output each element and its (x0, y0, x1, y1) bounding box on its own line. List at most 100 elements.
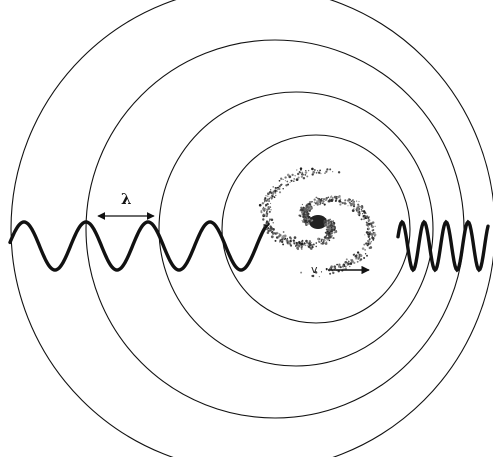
galaxy-star (324, 198, 326, 200)
galaxy-star (328, 197, 330, 199)
galaxy-star (364, 234, 365, 235)
galaxy-star (304, 211, 305, 212)
wavefront-circle-3 (159, 92, 433, 366)
galaxy-star (291, 174, 293, 176)
galaxy-star (287, 242, 289, 244)
galaxy-star (316, 246, 317, 247)
galaxy-star (275, 187, 277, 189)
galaxy-star (360, 206, 362, 208)
galaxy-star (322, 242, 325, 245)
galaxy-star (271, 198, 272, 199)
galaxy-star (363, 215, 365, 217)
galaxy-star (298, 241, 301, 244)
galaxy-star (357, 208, 359, 210)
spiral-galaxy-icon (259, 167, 377, 277)
galaxy-star (317, 203, 318, 204)
galaxy-star (373, 229, 375, 231)
galaxy-star (324, 172, 325, 173)
galaxy-star (316, 202, 318, 204)
galaxy-star (348, 263, 350, 265)
galaxy-star (303, 244, 304, 245)
galaxy-star (319, 276, 320, 277)
galaxy-star (300, 215, 302, 217)
galaxy-star (319, 200, 321, 202)
galaxy-star (267, 199, 269, 201)
galaxy-star (305, 212, 307, 214)
galaxy-star (296, 169, 297, 170)
galaxy-star (322, 200, 324, 202)
galaxy-star (269, 198, 271, 200)
galaxy-star (356, 200, 357, 201)
galaxy-star (335, 200, 337, 202)
galaxy-star (283, 179, 284, 180)
galaxy-star (262, 202, 264, 204)
galaxy-star (340, 199, 342, 201)
galaxy-star (306, 208, 307, 209)
galaxy-star (308, 223, 310, 225)
galaxy-star (265, 204, 267, 206)
galaxy-star (343, 268, 344, 269)
galaxy-star (361, 218, 363, 220)
galaxy-star (352, 209, 355, 212)
galaxy-star (267, 232, 270, 235)
galaxy-star (270, 225, 272, 227)
galaxy-star (319, 202, 320, 203)
galaxy-star (309, 244, 312, 247)
galaxy-star (361, 209, 362, 210)
galaxy-star (283, 237, 285, 239)
galaxy-star (367, 245, 369, 247)
galaxy-star (314, 202, 316, 204)
galaxy-star (363, 244, 365, 246)
galaxy-star (287, 184, 289, 186)
galaxy-star (320, 173, 321, 174)
galaxy-star (266, 222, 268, 224)
galaxy-star (273, 222, 274, 223)
galaxy-star (288, 175, 291, 178)
galaxy-star (324, 220, 325, 221)
galaxy-star (358, 213, 360, 215)
galaxy-star (273, 191, 275, 193)
galaxy-star (293, 243, 295, 245)
wavefront-circle-4 (222, 135, 410, 323)
galaxy-star (334, 231, 336, 233)
galaxy-star (269, 230, 271, 232)
galaxy-star (336, 196, 337, 197)
galaxy-star (285, 180, 286, 181)
galaxy-star (357, 261, 359, 263)
galaxy-star (367, 233, 369, 235)
galaxy-star (284, 176, 286, 178)
galaxy-star (263, 214, 265, 216)
galaxy-star (310, 223, 311, 224)
galaxy-star (308, 216, 311, 219)
galaxy-star (316, 172, 318, 174)
galaxy-star (356, 256, 357, 257)
galaxy-star (295, 175, 296, 176)
galaxy-star (358, 201, 359, 202)
galaxy-star (317, 199, 319, 201)
galaxy-star (370, 233, 373, 236)
galaxy-star (300, 167, 302, 169)
galaxy-star (291, 245, 292, 246)
galaxy-star (274, 196, 276, 198)
velocity-label: v (311, 263, 318, 276)
galaxy-star (266, 214, 268, 216)
galaxy-star (311, 206, 313, 208)
galaxy-star (298, 177, 300, 179)
galaxy-star (364, 249, 366, 251)
galaxy-star (267, 195, 269, 197)
galaxy-star (313, 243, 315, 245)
galaxy-star (263, 207, 264, 208)
galaxy-star (306, 242, 308, 244)
galaxy-star (314, 169, 316, 171)
galaxy-star (338, 195, 340, 197)
galaxy-star (325, 242, 328, 245)
galaxy-star (326, 268, 328, 270)
galaxy-star (324, 223, 327, 226)
galaxy-star (351, 205, 352, 206)
galaxy-star (365, 253, 366, 254)
galaxy-star (358, 257, 360, 259)
galaxy-star (268, 228, 269, 229)
galaxy-star (332, 227, 334, 229)
galaxy-star (274, 190, 277, 193)
galaxy-star (352, 199, 353, 200)
